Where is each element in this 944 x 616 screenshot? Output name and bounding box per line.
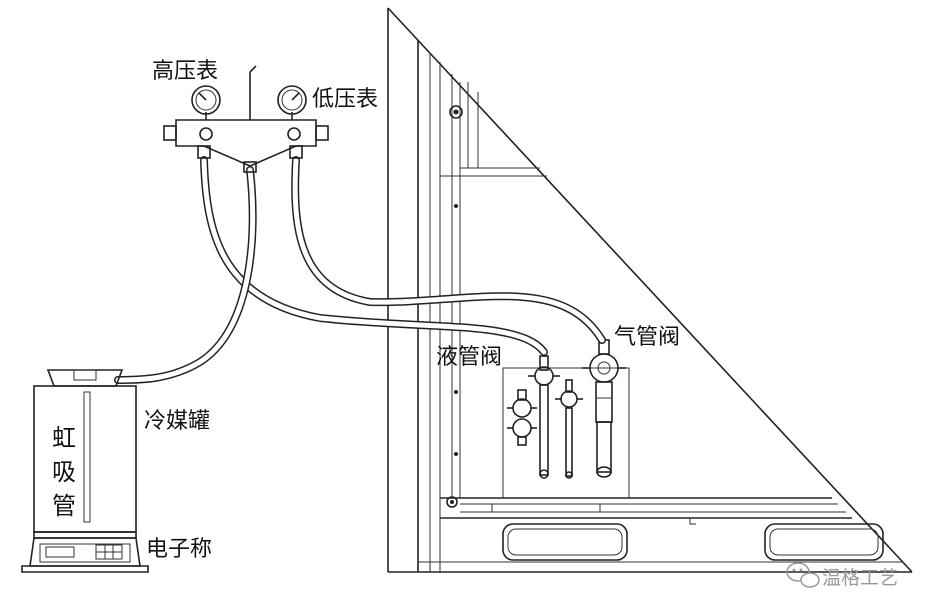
charging-hoses <box>114 156 606 384</box>
electronic-scale <box>21 531 149 573</box>
watermark-text: 温格工艺 <box>822 567 898 589</box>
wechat-icon <box>786 562 820 588</box>
low-pressure-gauge <box>277 85 307 120</box>
siphon-label-2: 吸 <box>52 458 76 486</box>
vent-stem <box>249 65 257 120</box>
tank-label: 冷媒罐 <box>144 409 210 434</box>
gas-pipe-valve <box>582 339 626 478</box>
watermark: 温格工艺 <box>786 562 898 589</box>
high-pressure-gauge <box>191 85 221 120</box>
gas-valve-label: 气管阀 <box>614 325 680 350</box>
refrigerant-tank <box>33 369 137 533</box>
liquid-pipe-valve <box>507 355 583 479</box>
siphon-label-1: 虹 <box>52 424 76 452</box>
low-gauge-label: 低压表 <box>312 87 378 112</box>
outdoor-unit <box>387 7 913 573</box>
high-gauge-label: 高压表 <box>152 59 218 84</box>
liquid-valve-label: 液管阀 <box>436 345 502 370</box>
manifold-gauge-set <box>163 119 329 173</box>
scale-label: 电子称 <box>146 537 212 562</box>
siphon-label-3: 管 <box>52 492 76 520</box>
